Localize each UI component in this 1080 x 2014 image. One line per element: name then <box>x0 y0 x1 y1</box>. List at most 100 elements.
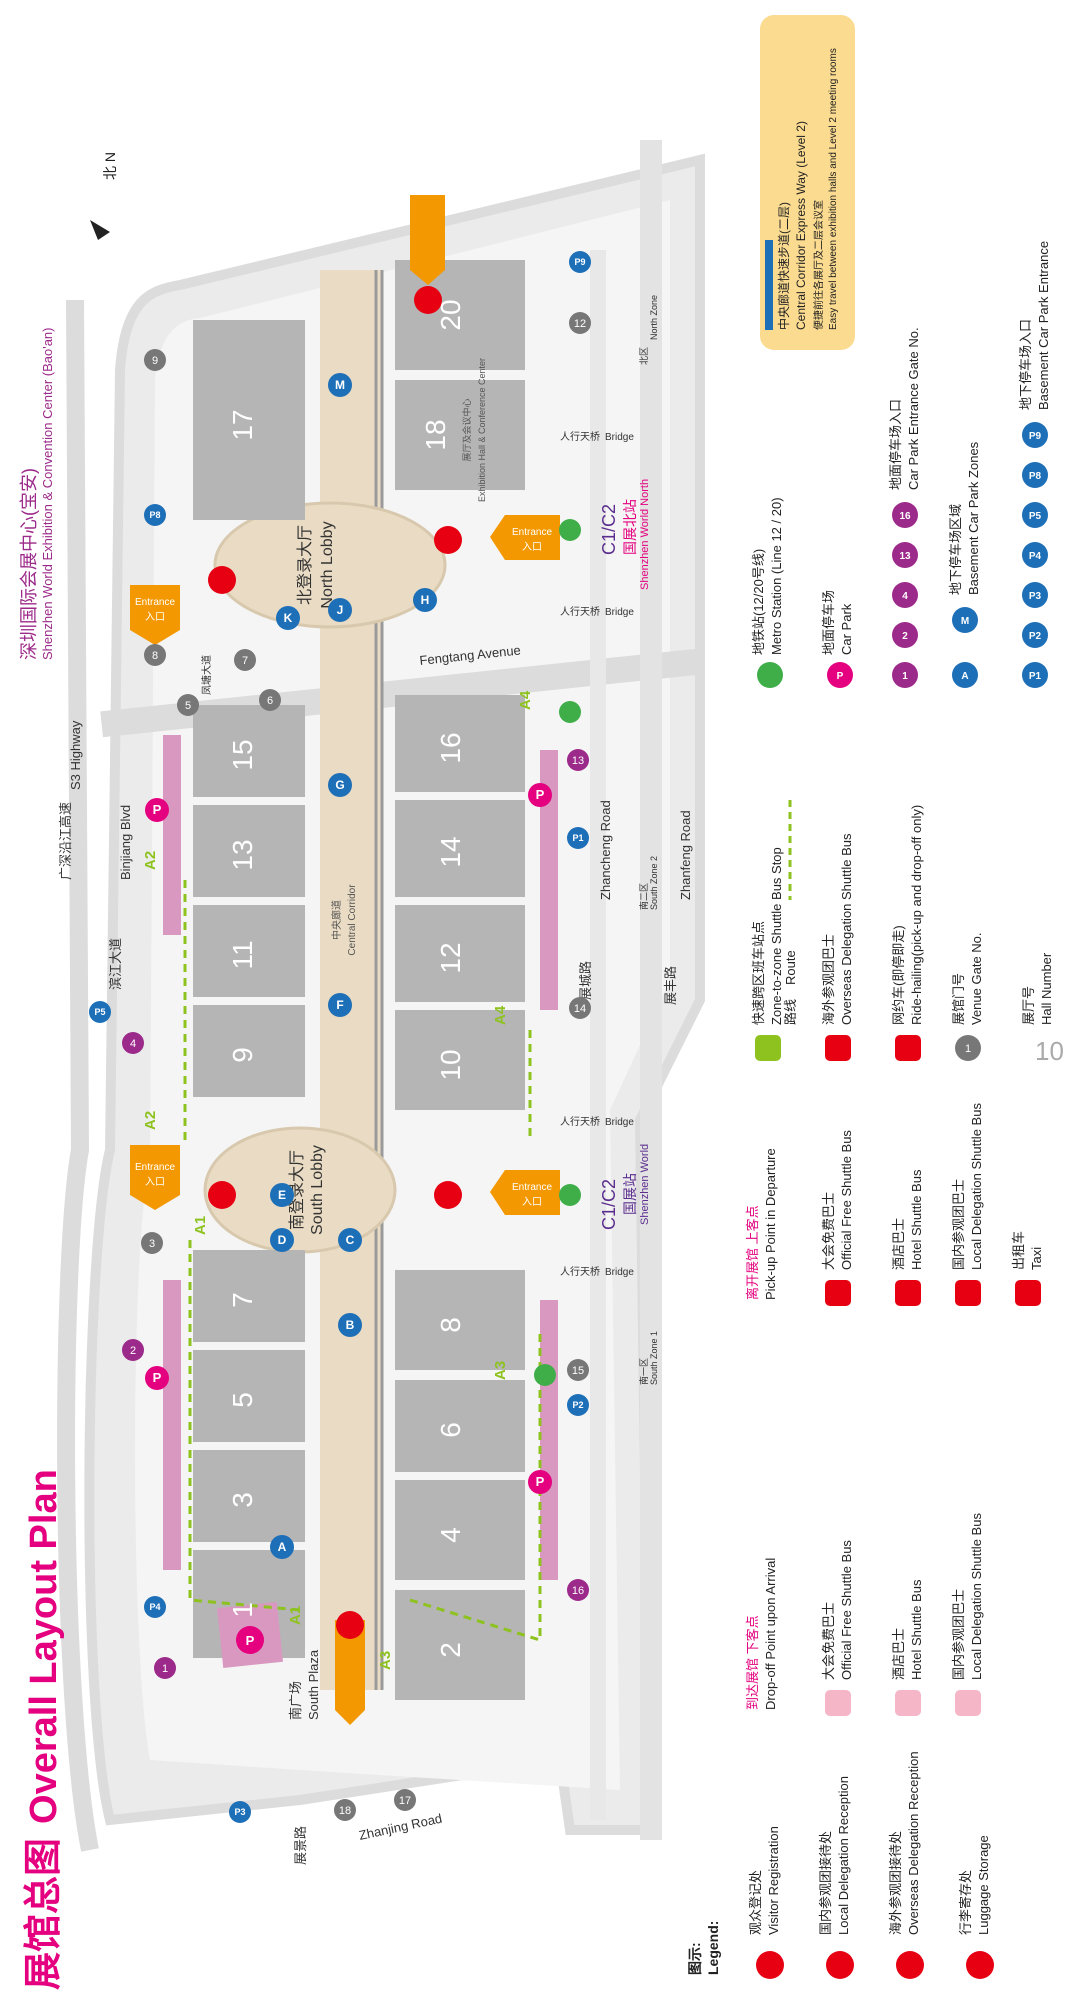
hall-label: 15 <box>227 739 258 770</box>
basement-entrance-legend-icon <box>1022 662 1048 688</box>
zhanjing-zh: 展景路 <box>293 1826 308 1865</box>
car-park-p-icon <box>145 798 169 822</box>
hall-20[interactable] <box>395 260 525 370</box>
p-basement-label: P9 <box>574 257 585 267</box>
hall-16[interactable] <box>395 695 525 792</box>
car-park-strip <box>163 735 181 935</box>
hall-9[interactable] <box>193 1005 305 1097</box>
local-bus-arrival-icon <box>955 1690 981 1716</box>
departure-item-en: Local Delegation Shuttle Bus <box>969 1103 984 1270</box>
metro-icon <box>559 519 581 541</box>
basement-letter: H <box>421 593 430 607</box>
south-station-zh: 国展站 <box>622 1173 638 1215</box>
corridor-legend-swatch <box>765 240 773 330</box>
hall-5[interactable] <box>193 1350 305 1442</box>
south-station-en: Shenzhen World <box>639 1144 651 1225</box>
basement-entrance-legend-icon <box>1022 542 1048 568</box>
hall-8[interactable] <box>395 1270 525 1370</box>
hall-14[interactable] <box>395 800 525 897</box>
corridor-legend-zh: 中央廊道快速步道(二层) <box>776 202 791 330</box>
basement-p3-icon <box>229 1801 251 1823</box>
transport-item-zh: 快速跨区班车站点 <box>751 921 766 1025</box>
hall-label: 4 <box>435 1527 466 1543</box>
entrance-marker[interactable] <box>490 1170 560 1215</box>
basement-p1-icon <box>567 827 589 849</box>
arrival-item-en: Local Delegation Shuttle Bus <box>969 1513 984 1680</box>
entrance-marker[interactable] <box>410 195 445 285</box>
car-park-entrance-1 <box>154 1657 176 1679</box>
south-plaza-zh: 南广场 <box>288 1681 303 1720</box>
car-park-entrance-label: 1 <box>162 1663 168 1675</box>
taxi-icon <box>1015 1280 1041 1306</box>
hall-4[interactable] <box>395 1480 525 1580</box>
hall-12[interactable] <box>395 905 525 1002</box>
legend-label-zh: 图示: <box>687 1942 703 1975</box>
hall-17[interactable] <box>193 320 305 520</box>
departure-item-en: Hotel Shuttle Bus <box>909 1169 924 1270</box>
entrance-marker[interactable] <box>490 515 560 560</box>
entrance-marker[interactable] <box>130 1145 180 1210</box>
hall-10[interactable] <box>395 1010 525 1110</box>
car-park-strip <box>540 1300 558 1580</box>
car-park-entrance-legend-icon <box>892 622 918 648</box>
p-label: P <box>153 1370 162 1385</box>
south-zone-1: South Zone 1 <box>649 1331 659 1385</box>
transport-item-zh: 网约车(即停即走) <box>891 925 906 1025</box>
hall-18[interactable] <box>395 380 525 490</box>
south-zone-1-zh: 南一区 <box>638 1358 649 1385</box>
basement-letter: D <box>278 1233 287 1247</box>
p-label: P <box>536 787 545 802</box>
hall-3[interactable] <box>193 1450 305 1542</box>
legend-item-zh: 国内参观团接待处 <box>818 1831 833 1935</box>
hall-6[interactable] <box>395 1380 525 1472</box>
basement-zone-legend-icon <box>952 607 978 633</box>
official-bus-arrival-icon <box>825 1690 851 1716</box>
transport-item-zh: 展馆门号 <box>951 973 966 1025</box>
gate-num: 17 <box>399 1795 411 1807</box>
hall18-note-en: Exhibition Hall & Conference Center <box>477 358 487 502</box>
parking-item-en: Basement Car Park Entrance <box>1036 241 1051 410</box>
hall-label: 3 <box>227 1492 258 1508</box>
hall-label: 17 <box>227 409 258 440</box>
basement-h-icon <box>413 588 437 612</box>
hall-7[interactable] <box>193 1250 305 1342</box>
hall-11[interactable] <box>193 905 305 997</box>
bridge-label: Bridge <box>605 432 634 443</box>
hall-2[interactable] <box>395 1590 525 1700</box>
north-station-zh: 国展北站 <box>622 499 638 555</box>
p-basement-label: P5 <box>94 1007 105 1017</box>
gate-num: 8 <box>152 650 158 662</box>
venue-gate-7 <box>234 649 256 671</box>
basement-zone-legend-icon <box>952 662 978 688</box>
hall-label: 12 <box>435 942 466 973</box>
car-park-legend-icon <box>827 662 853 688</box>
p-basement-label: P4 <box>149 1602 160 1612</box>
visitor-registration-icon <box>434 1181 462 1209</box>
north-lobby-en: North Lobby <box>319 521 336 608</box>
gate-num: 12 <box>574 318 586 330</box>
corridor-note-zh: 便捷前往各展厅及二层会议室 <box>812 200 825 330</box>
gate-num: 15 <box>572 1365 584 1377</box>
hall-label: 11 <box>227 940 258 969</box>
legend-item-en: Visitor Registration <box>766 1826 781 1935</box>
arrival-item-zh: 酒店巴士 <box>891 1628 906 1680</box>
p-basement-label: P3 <box>234 1807 245 1817</box>
departure-item-zh: 大会免费巴士 <box>821 1192 836 1270</box>
parking-item-zh: 地面停车场 <box>821 590 836 655</box>
gate-a4: A4 <box>492 1005 509 1025</box>
overseas-delegation-icon <box>896 1951 924 1979</box>
basement-letter: J <box>337 603 344 617</box>
entrance-label: 入口 <box>145 612 165 623</box>
entrance-marker[interactable] <box>335 1620 365 1725</box>
entrance-label: Entrance <box>135 1162 175 1173</box>
legend-item-zh: 观众登记处 <box>748 1870 763 1935</box>
north-station-code: C1/C2 <box>599 504 619 555</box>
basement-k-icon <box>276 606 300 630</box>
entrance-marker[interactable] <box>130 585 180 645</box>
bridge-label: 人行天桥 <box>560 430 600 443</box>
hall-15[interactable] <box>193 705 305 797</box>
hall-label: 8 <box>435 1317 466 1333</box>
visitor-registration-icon <box>336 1611 364 1639</box>
hall-13[interactable] <box>193 805 305 897</box>
visitor-registration-icon <box>208 566 236 594</box>
